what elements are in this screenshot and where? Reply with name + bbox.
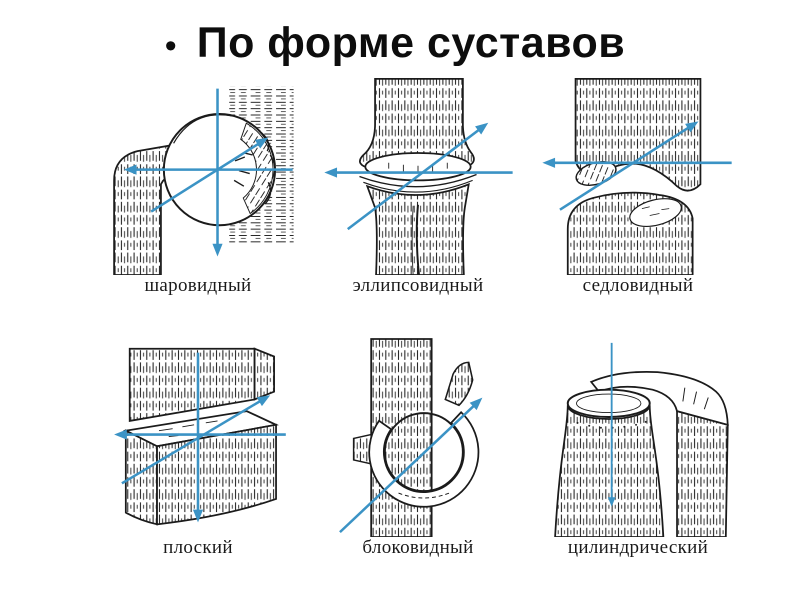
rotation-axes-arrows (339, 397, 483, 534)
trochlear-joint-illustration (339, 338, 483, 538)
slide-title-row: • По форме суставов (0, 0, 800, 67)
bone-drawing (122, 347, 279, 526)
bone-drawing (352, 338, 480, 538)
figure-caption: блоковидный (362, 537, 474, 559)
bone-drawing (113, 87, 294, 276)
plane-joint-illustration (114, 347, 286, 526)
figure-ball-and-socket-joint: шаровидный (88, 75, 308, 297)
rotation-axes-arrows (542, 121, 732, 212)
rotation-axes-arrows (607, 343, 616, 508)
figure-plane-joint: плоский (88, 337, 308, 559)
figure-caption: шаровидный (144, 275, 252, 297)
cylindrical-joint-illustration (554, 343, 729, 538)
figure-cylindrical-joint: цилиндрический (528, 337, 748, 559)
figure-saddle-joint: седловидный (528, 75, 748, 297)
ellipsoid-joint-illustration (324, 78, 513, 276)
rotation-axes-arrows (114, 352, 286, 523)
saddle-joint-illustration (542, 78, 732, 276)
bone-drawing (566, 78, 702, 276)
ball-and-socket-joint-illustration (113, 87, 294, 276)
figure-caption: седловидный (582, 275, 694, 297)
figure-trochlear-joint: блоковидный (308, 337, 528, 559)
figure-caption: эллипсовидный (352, 275, 484, 297)
joint-figures-grid: шаровидный (0, 67, 800, 559)
rotation-axes-arrows (324, 123, 513, 231)
figure-caption: цилиндрический (567, 537, 709, 559)
bone-drawing (554, 371, 729, 538)
title-bullet: • (164, 26, 177, 65)
figure-ellipsoid-joint: эллипсовидный (308, 75, 528, 297)
figure-caption: плоский (163, 537, 233, 559)
slide-title: По форме суставов (196, 19, 626, 67)
rotation-axes-arrows (123, 88, 293, 257)
